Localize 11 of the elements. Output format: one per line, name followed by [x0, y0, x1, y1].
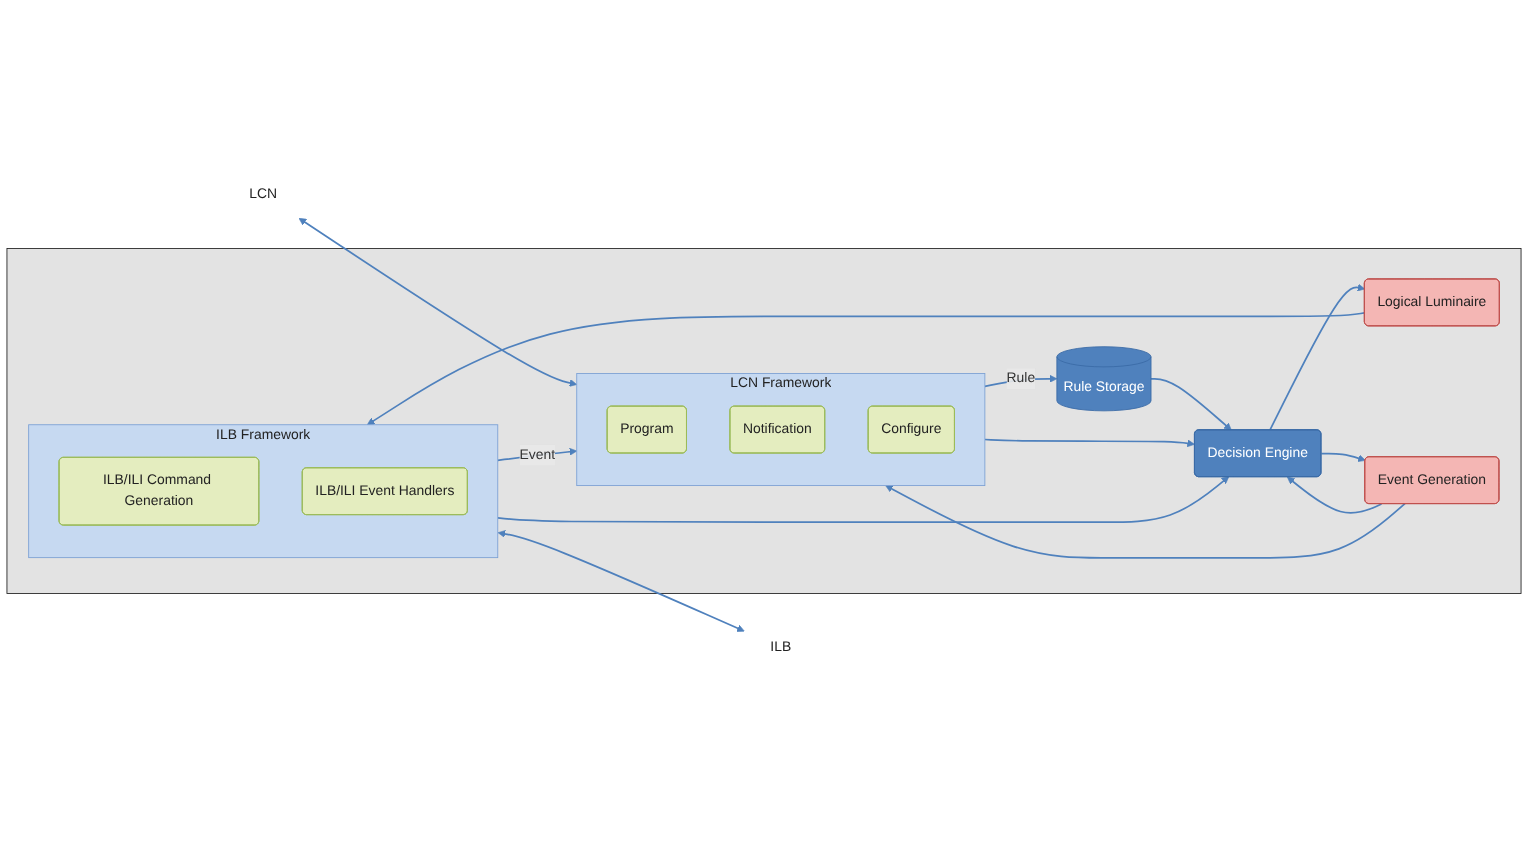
- arrow: [497, 530, 745, 632]
- arrow: [1320, 452, 1366, 462]
- arrow: [1150, 377, 1232, 431]
- arrow: [496, 476, 1230, 524]
- cluster: [6, 248, 1522, 594]
- arrow: [984, 438, 1195, 448]
- arrow: [367, 312, 1366, 426]
- arrow: [298, 218, 578, 387]
- arrow: [1287, 476, 1383, 514]
- arrow: [1269, 283, 1366, 432]
- arrow: [885, 485, 1406, 559]
